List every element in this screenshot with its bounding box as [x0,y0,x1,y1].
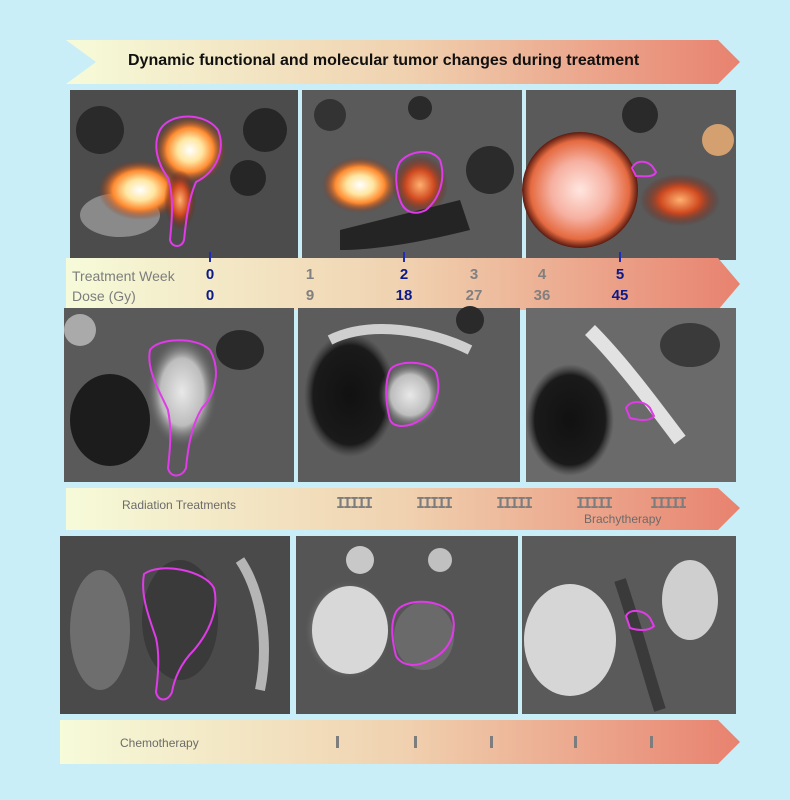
dwi-panel-week-0 [60,536,290,714]
radiation-fraction-group: IIIII [576,494,613,512]
chemotherapy-session-tick [650,736,653,748]
t2-panel-week-0 [64,308,294,482]
diffusion-mri-row [60,536,736,714]
week-number: 4 [537,266,547,283]
t2-mri-row [64,306,736,482]
chemotherapy-session-tick [414,736,417,748]
brachytherapy-label: Brachytherapy [584,512,662,526]
chemotherapy-label: Chemotherapy [120,736,199,750]
timeline-arrow [66,252,740,310]
dose-number: 27 [465,287,483,304]
pet-ct-row [70,90,736,260]
radiation-fraction-group: IIIII [336,494,373,512]
dose-label: Dose (Gy) [72,288,136,304]
pet-panel-week-2 [302,90,522,260]
dose-number: 0 [205,287,215,304]
dwi-panel-week-5 [522,536,736,714]
chemotherapy-session-tick [490,736,493,748]
chemotherapy-arrow [60,720,740,764]
dose-number: 36 [533,287,551,304]
dwi-panel-week-2 [296,536,518,714]
week-number: 1 [305,266,315,283]
week-number: 3 [469,266,479,283]
chemotherapy-session-tick [574,736,577,748]
dose-number: 9 [305,287,315,304]
pet-panel-week-5 [522,90,736,260]
radiation-arrow [66,488,740,530]
week-number: 0 [205,266,215,283]
radiation-fraction-group: IIIII [650,494,687,512]
figure-title: Dynamic functional and molecular tumor c… [128,52,640,69]
pet-panel-week-0 [70,90,298,260]
title-arrow [66,40,740,84]
week-number: 5 [615,266,625,283]
treatment-week-label: Treatment Week [72,268,175,284]
dose-number: 18 [395,287,413,304]
t2-panel-week-2 [298,306,520,482]
chemotherapy-session-tick [336,736,339,748]
t2-panel-week-5 [526,308,736,482]
dose-number: 45 [611,287,629,304]
radiation-fraction-group: IIIII [416,494,453,512]
radiation-treatments-label: Radiation Treatments [122,498,237,512]
week-number: 2 [399,266,409,283]
radiation-fraction-group: IIIII [496,494,533,512]
